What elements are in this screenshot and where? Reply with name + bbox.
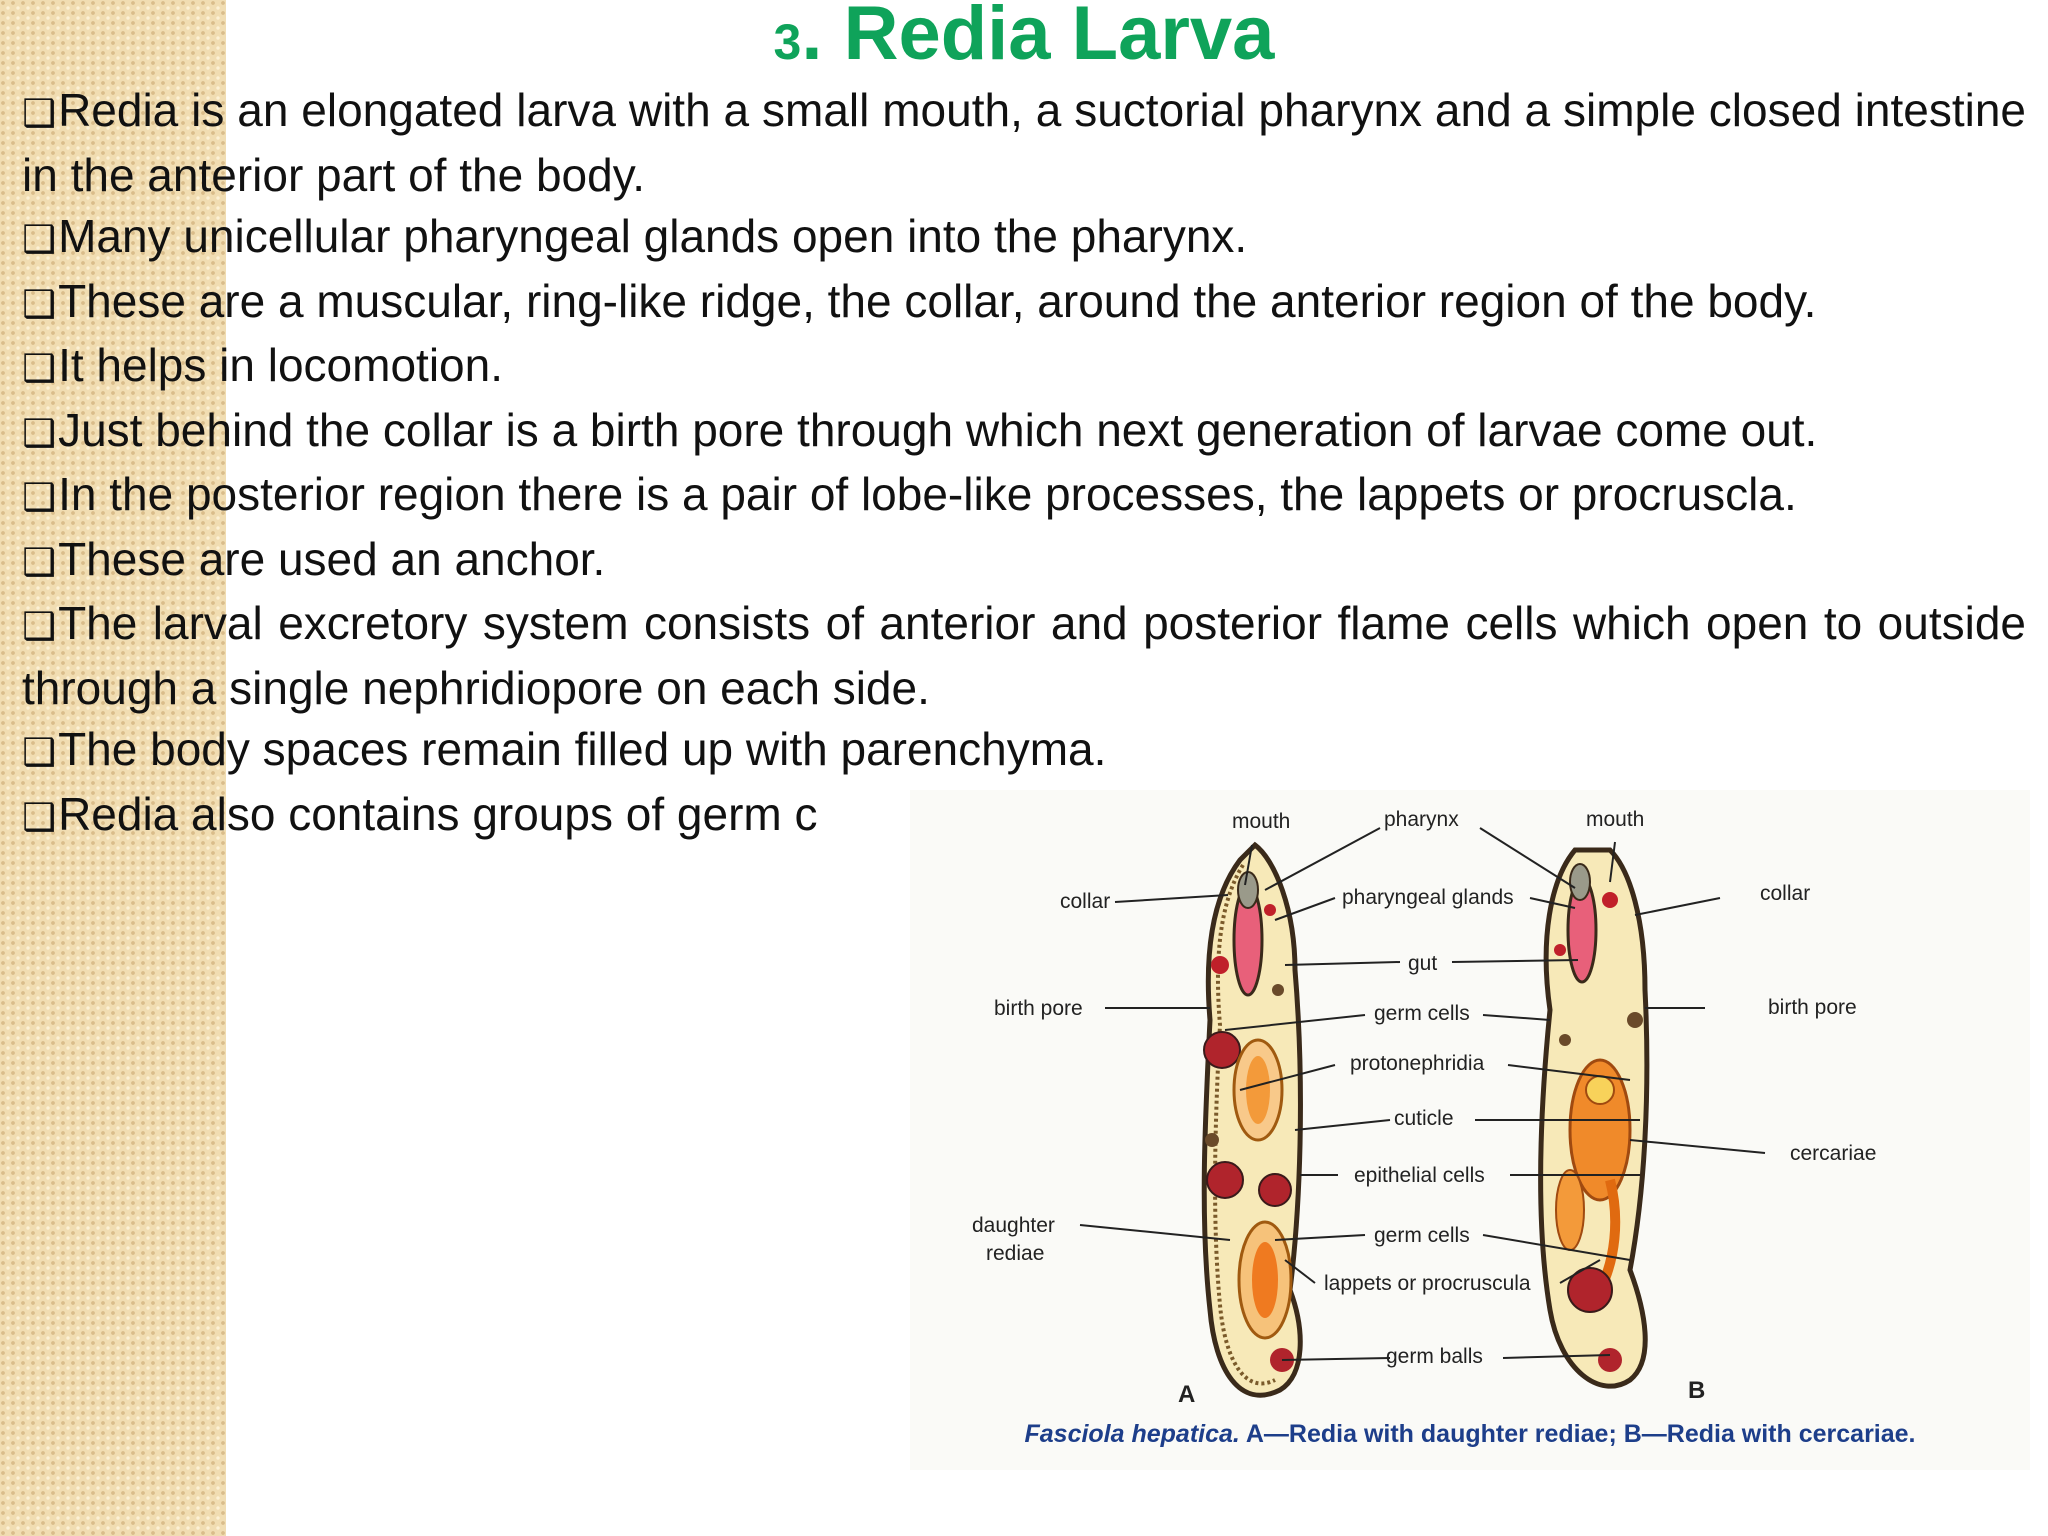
slide-title: 3. Redia Larva: [0, 0, 2048, 82]
label-cercariae: cercariae: [1790, 1142, 1876, 1165]
caption-genus: Fasciola hepatica.: [1024, 1420, 1240, 1448]
bullet-text: Redia also contains groups of germ c: [58, 787, 818, 840]
caption-text: A—Redia with daughter rediae; B—Redia wi…: [1239, 1420, 1916, 1448]
bullet-item: ❑These are a muscular, ring-like ridge, …: [22, 271, 2026, 336]
bullet-text: The larval excretory system consists of …: [22, 597, 2026, 714]
label-germ-cells-2: germ cells: [1374, 1224, 1470, 1247]
checkbox-bullet-icon: ❑: [22, 281, 57, 326]
bullet-text: These are a muscular, ring-like ridge, t…: [58, 274, 1817, 327]
checkbox-bullet-icon: ❑: [22, 539, 57, 584]
bullet-text: It helps in locomotion.: [58, 339, 503, 391]
decorative-side-strip: [0, 0, 226, 1536]
label-daughter: daughter: [972, 1214, 1055, 1237]
redia-figure: mouth pharynx mouth collar pharyngeal gl…: [910, 790, 2030, 1470]
bullet-item: ❑Redia also contains groups of germ c: [22, 784, 902, 849]
label-pharyngeal-glands: pharyngeal glands: [1342, 886, 1514, 909]
label-lappets: lappets or procruscula: [1324, 1272, 1531, 1295]
bullet-item: ❑Just behind the collar is a birth pore …: [22, 400, 2026, 465]
checkbox-bullet-icon: ❑: [22, 91, 57, 135]
label-panel-a: A: [1178, 1381, 1195, 1408]
bullet-text: Redia is an elongated larva with a small…: [22, 84, 2026, 201]
label-cuticle: cuticle: [1394, 1107, 1454, 1130]
bullet-text: In the posterior region there is a pair …: [58, 468, 1797, 520]
label-epithelial-cells: epithelial cells: [1354, 1164, 1485, 1187]
bullet-item: ❑These are used an anchor.: [22, 529, 2026, 594]
redia-b-body: [1538, 847, 1650, 1389]
checkbox-bullet-icon: ❑: [22, 410, 57, 455]
bullet-list: ❑Redia is an elongated larva with a smal…: [22, 80, 2026, 848]
redia-a-body: [1201, 841, 1303, 1398]
bullet-item: ❑In the posterior region there is a pair…: [22, 464, 2026, 529]
figure-caption: Fasciola hepatica. A—Redia with daughter…: [910, 1420, 2030, 1449]
redia-diagram: mouth pharynx mouth collar pharyngeal gl…: [972, 808, 1876, 1408]
bullet-text: The body spaces remain filled up with pa…: [58, 723, 1107, 775]
label-birth-pore-a: birth pore: [994, 997, 1083, 1020]
bullet-item: ❑It helps in locomotion.: [22, 335, 2026, 400]
title-text: . Redia Larva: [801, 0, 1275, 76]
label-germ-balls: germ balls: [1386, 1345, 1483, 1368]
bullet-text: These are used an anchor.: [58, 532, 606, 585]
bullet-item: ❑The body spaces remain filled up with p…: [22, 719, 2026, 784]
bullet-text: Just behind the collar is a birth pore t…: [58, 403, 1818, 456]
checkbox-bullet-icon: ❑: [22, 475, 57, 519]
label-gut: gut: [1408, 952, 1437, 975]
label-protonephridia: protonephridia: [1350, 1052, 1485, 1075]
label-birth-pore-b: birth pore: [1768, 996, 1857, 1019]
label-collar-b: collar: [1760, 882, 1810, 905]
checkbox-bullet-icon: ❑: [22, 730, 57, 774]
label-mouth-b: mouth: [1586, 808, 1644, 831]
checkbox-bullet-icon: ❑: [22, 604, 57, 648]
checkbox-bullet-icon: ❑: [22, 217, 57, 261]
label-germ-cells-1: germ cells: [1374, 1002, 1470, 1025]
bullet-item: ❑Many unicellular pharyngeal glands open…: [22, 206, 2026, 271]
bullet-text: Many unicellular pharyngeal glands open …: [58, 210, 1248, 262]
checkbox-bullet-icon: ❑: [22, 346, 57, 390]
bullet-item: ❑Redia is an elongated larva with a smal…: [22, 80, 2026, 206]
title-number: 3: [773, 14, 802, 70]
label-pharynx: pharynx: [1384, 808, 1459, 831]
leader-lines: [1079, 827, 1766, 1361]
label-collar-a: collar: [1060, 890, 1110, 913]
checkbox-bullet-icon: ❑: [22, 794, 57, 839]
label-rediae: rediae: [986, 1242, 1044, 1265]
label-panel-b: B: [1688, 1377, 1705, 1404]
label-mouth-a: mouth: [1232, 810, 1290, 833]
bullet-item: ❑The larval excretory system consists of…: [22, 593, 2026, 719]
